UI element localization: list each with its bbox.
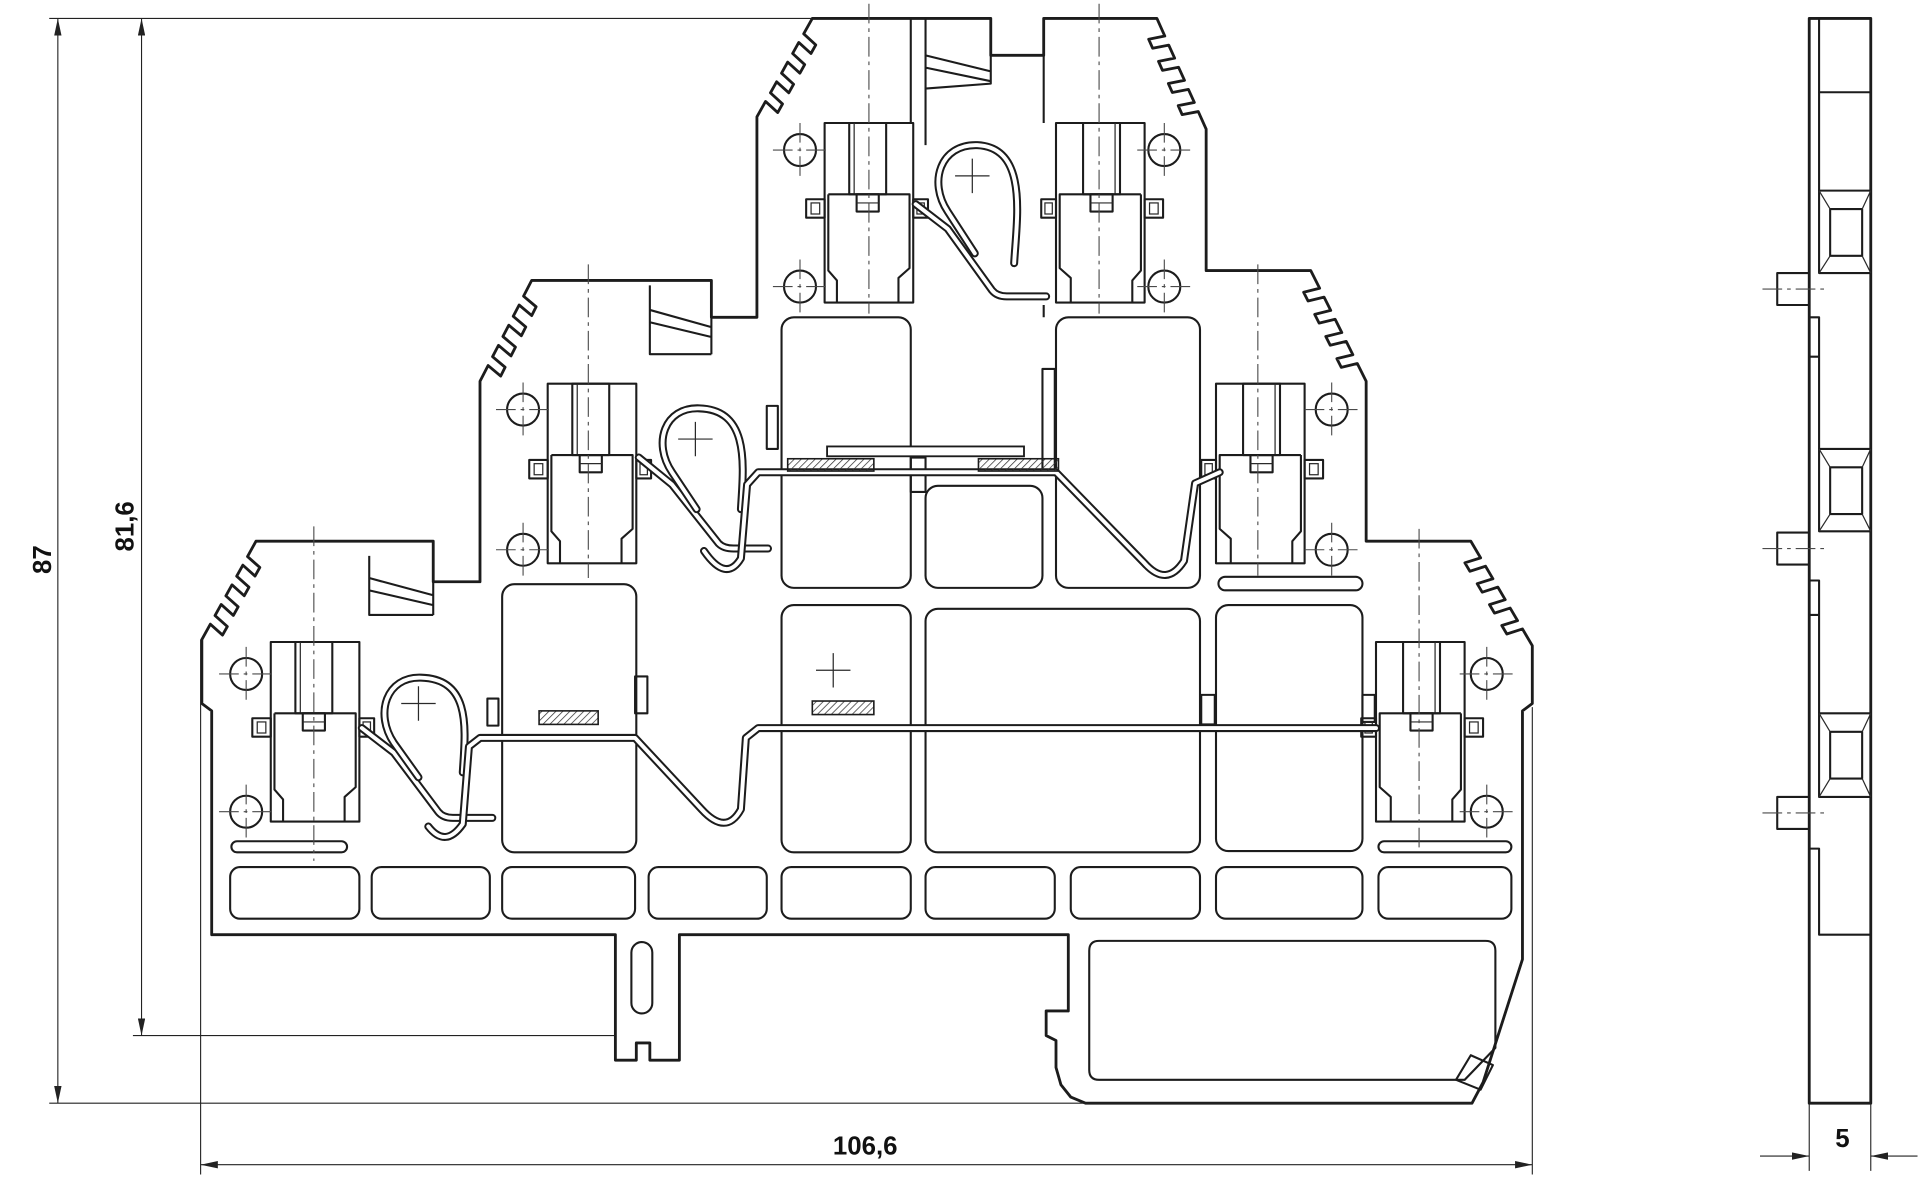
side-view bbox=[1762, 17, 1873, 1105]
marker-slot bbox=[924, 866, 1056, 920]
springs bbox=[357, 141, 1051, 822]
contact-block bbox=[538, 710, 599, 726]
lever-tier-3 bbox=[924, 18, 992, 146]
side-steps bbox=[1809, 92, 1871, 936]
foot-cavity bbox=[1088, 939, 1497, 1081]
side-window bbox=[1818, 712, 1872, 799]
compartment bbox=[924, 484, 1044, 589]
dimension-overall-height: 87 bbox=[29, 18, 62, 1104]
marker-slot bbox=[1214, 866, 1364, 920]
centre-cross bbox=[400, 685, 437, 722]
centre-cross bbox=[954, 158, 991, 194]
marker-slot bbox=[780, 866, 912, 920]
test-hole bbox=[771, 258, 829, 315]
clamp-tier-2-left bbox=[528, 382, 653, 565]
clamp-tier-1-right bbox=[1360, 640, 1485, 823]
compartment bbox=[1054, 316, 1202, 589]
dim-label-overall-height: 87 bbox=[29, 545, 57, 574]
din-rail-foot bbox=[630, 939, 1497, 1091]
centre-cross bbox=[677, 421, 714, 457]
marker-slot bbox=[229, 866, 361, 920]
actuator-levers bbox=[368, 18, 1045, 616]
dimension-thickness: 5 bbox=[1760, 1125, 1918, 1160]
spring-tier-3 bbox=[911, 141, 1051, 301]
marker-slot bbox=[370, 866, 491, 920]
release-tab bbox=[1454, 1054, 1494, 1091]
centre-cross bbox=[815, 652, 852, 689]
marker-slot bbox=[647, 866, 768, 920]
barrier-stub bbox=[1200, 693, 1216, 726]
test-hole bbox=[218, 645, 275, 703]
test-hole bbox=[494, 381, 552, 438]
marker-slot bbox=[501, 866, 637, 920]
busbar-upper bbox=[700, 445, 1224, 579]
barrier-stubs bbox=[486, 367, 1376, 727]
bridge-plate bbox=[826, 445, 1025, 458]
clamp-tier-1-left bbox=[251, 640, 376, 823]
spring-tier-1 bbox=[357, 673, 497, 822]
pill-slot bbox=[230, 840, 349, 854]
marker-slot bbox=[1377, 866, 1513, 920]
front-view bbox=[200, 3, 1534, 1105]
side-top-step bbox=[1818, 18, 1871, 94]
dim-label-height-to-rail: 81,6 bbox=[112, 501, 140, 551]
test-hole bbox=[1303, 521, 1360, 578]
pill-slot bbox=[1217, 575, 1364, 592]
dimension-overall-width: 106,6 bbox=[200, 1132, 1533, 1169]
contact-block bbox=[786, 457, 875, 472]
marker-slot bbox=[1069, 866, 1202, 920]
side-window bbox=[1818, 447, 1872, 533]
barrier-stub bbox=[765, 404, 779, 450]
frame-lines bbox=[909, 18, 1045, 318]
marker-slot-row bbox=[229, 575, 1513, 920]
lever-tier-1 bbox=[368, 555, 435, 616]
compartments bbox=[501, 316, 1364, 854]
barrier-stub bbox=[1041, 367, 1056, 471]
compartment bbox=[501, 583, 638, 854]
test-hole bbox=[1303, 381, 1360, 438]
barrier-stub bbox=[634, 675, 649, 715]
dim-label-overall-width: 106,6 bbox=[833, 1132, 898, 1160]
dimension-height-to-rail: 81,6 bbox=[112, 18, 146, 1036]
test-hole bbox=[218, 783, 275, 840]
test-hole bbox=[771, 121, 829, 179]
pill-slot bbox=[1377, 840, 1513, 854]
dim-label-thickness: 5 bbox=[1835, 1125, 1849, 1153]
side-window bbox=[1818, 189, 1872, 275]
test-hole bbox=[494, 521, 552, 578]
contact-block bbox=[811, 700, 875, 716]
foot-slot bbox=[630, 941, 654, 1015]
busbar-lower bbox=[424, 700, 1380, 841]
lever-tier-2 bbox=[648, 285, 713, 356]
side-pin-centre-lines bbox=[1762, 288, 1829, 814]
dimensions: 87 81,6 106,6 5 bbox=[29, 17, 1918, 1175]
housing-outline bbox=[200, 17, 1534, 1105]
extension-lines bbox=[49, 17, 1872, 1175]
test-hole bbox=[1458, 783, 1515, 840]
test-hole bbox=[1458, 645, 1515, 703]
contact-block bbox=[977, 457, 1060, 472]
spring-tier-2 bbox=[634, 404, 772, 553]
barrier-stub bbox=[486, 697, 500, 727]
